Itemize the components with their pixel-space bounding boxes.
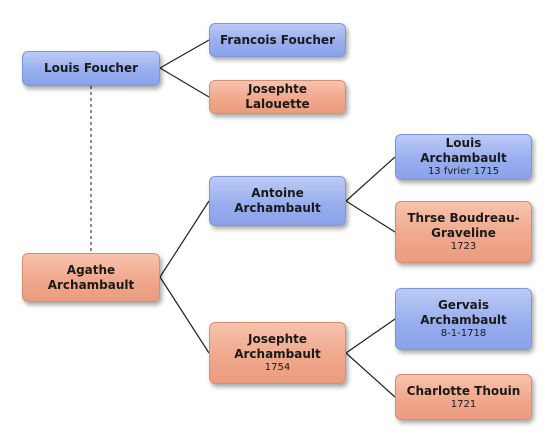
parent-link: [159, 67, 210, 98]
person-node-charlotte-thouin[interactable]: Charlotte Thouin 1721: [395, 374, 532, 420]
person-name: Josephte Archambault: [234, 332, 321, 361]
person-name: Thrse Boudreau-Graveline: [407, 211, 520, 240]
person-date: 8-1-1718: [440, 328, 487, 339]
parent-link: [345, 352, 396, 398]
person-node-louis-foucher[interactable]: Louis Foucher: [22, 51, 160, 86]
person-node-josephte-archambault[interactable]: Josephte Archambault 1754: [209, 322, 346, 384]
parent-link: [345, 156, 396, 202]
person-node-josephte-lalouette[interactable]: Josephte Lalouette: [209, 80, 346, 114]
person-name: Charlotte Thouin: [406, 383, 521, 398]
person-node-antoine-archambault[interactable]: Antoine Archambault: [209, 176, 346, 226]
parent-link: [159, 276, 210, 354]
person-date: 1721: [450, 398, 477, 410]
person-name: Gervais Archambault: [420, 298, 507, 327]
person-node-therese-boudreau-graveline[interactable]: Thrse Boudreau-Graveline 1723: [395, 201, 532, 263]
person-node-agathe-archambault[interactable]: Agathe Archambault: [22, 253, 160, 302]
person-name: Francois Foucher: [220, 32, 335, 47]
parent-link: [345, 318, 396, 354]
person-name: Agathe Archambault: [47, 262, 135, 292]
person-name: Josephte Lalouette: [245, 82, 310, 111]
person-date: 1723: [450, 241, 477, 252]
person-date: 13 fvrier 1715: [427, 166, 500, 177]
parent-link: [159, 39, 210, 69]
person-date: 1754: [264, 362, 291, 373]
person-name: Louis Foucher: [43, 61, 139, 75]
person-node-francois-foucher[interactable]: Francois Foucher: [209, 23, 346, 57]
person-name: Antoine Archambault: [234, 186, 321, 215]
parent-link: [345, 200, 396, 233]
person-name: Louis Archambault: [420, 136, 507, 165]
parent-link: [159, 200, 210, 278]
person-node-gervais-archambault[interactable]: Gervais Archambault 8-1-1718: [395, 288, 532, 350]
person-node-louis-archambault[interactable]: Louis Archambault 13 fvrier 1715: [395, 134, 532, 180]
